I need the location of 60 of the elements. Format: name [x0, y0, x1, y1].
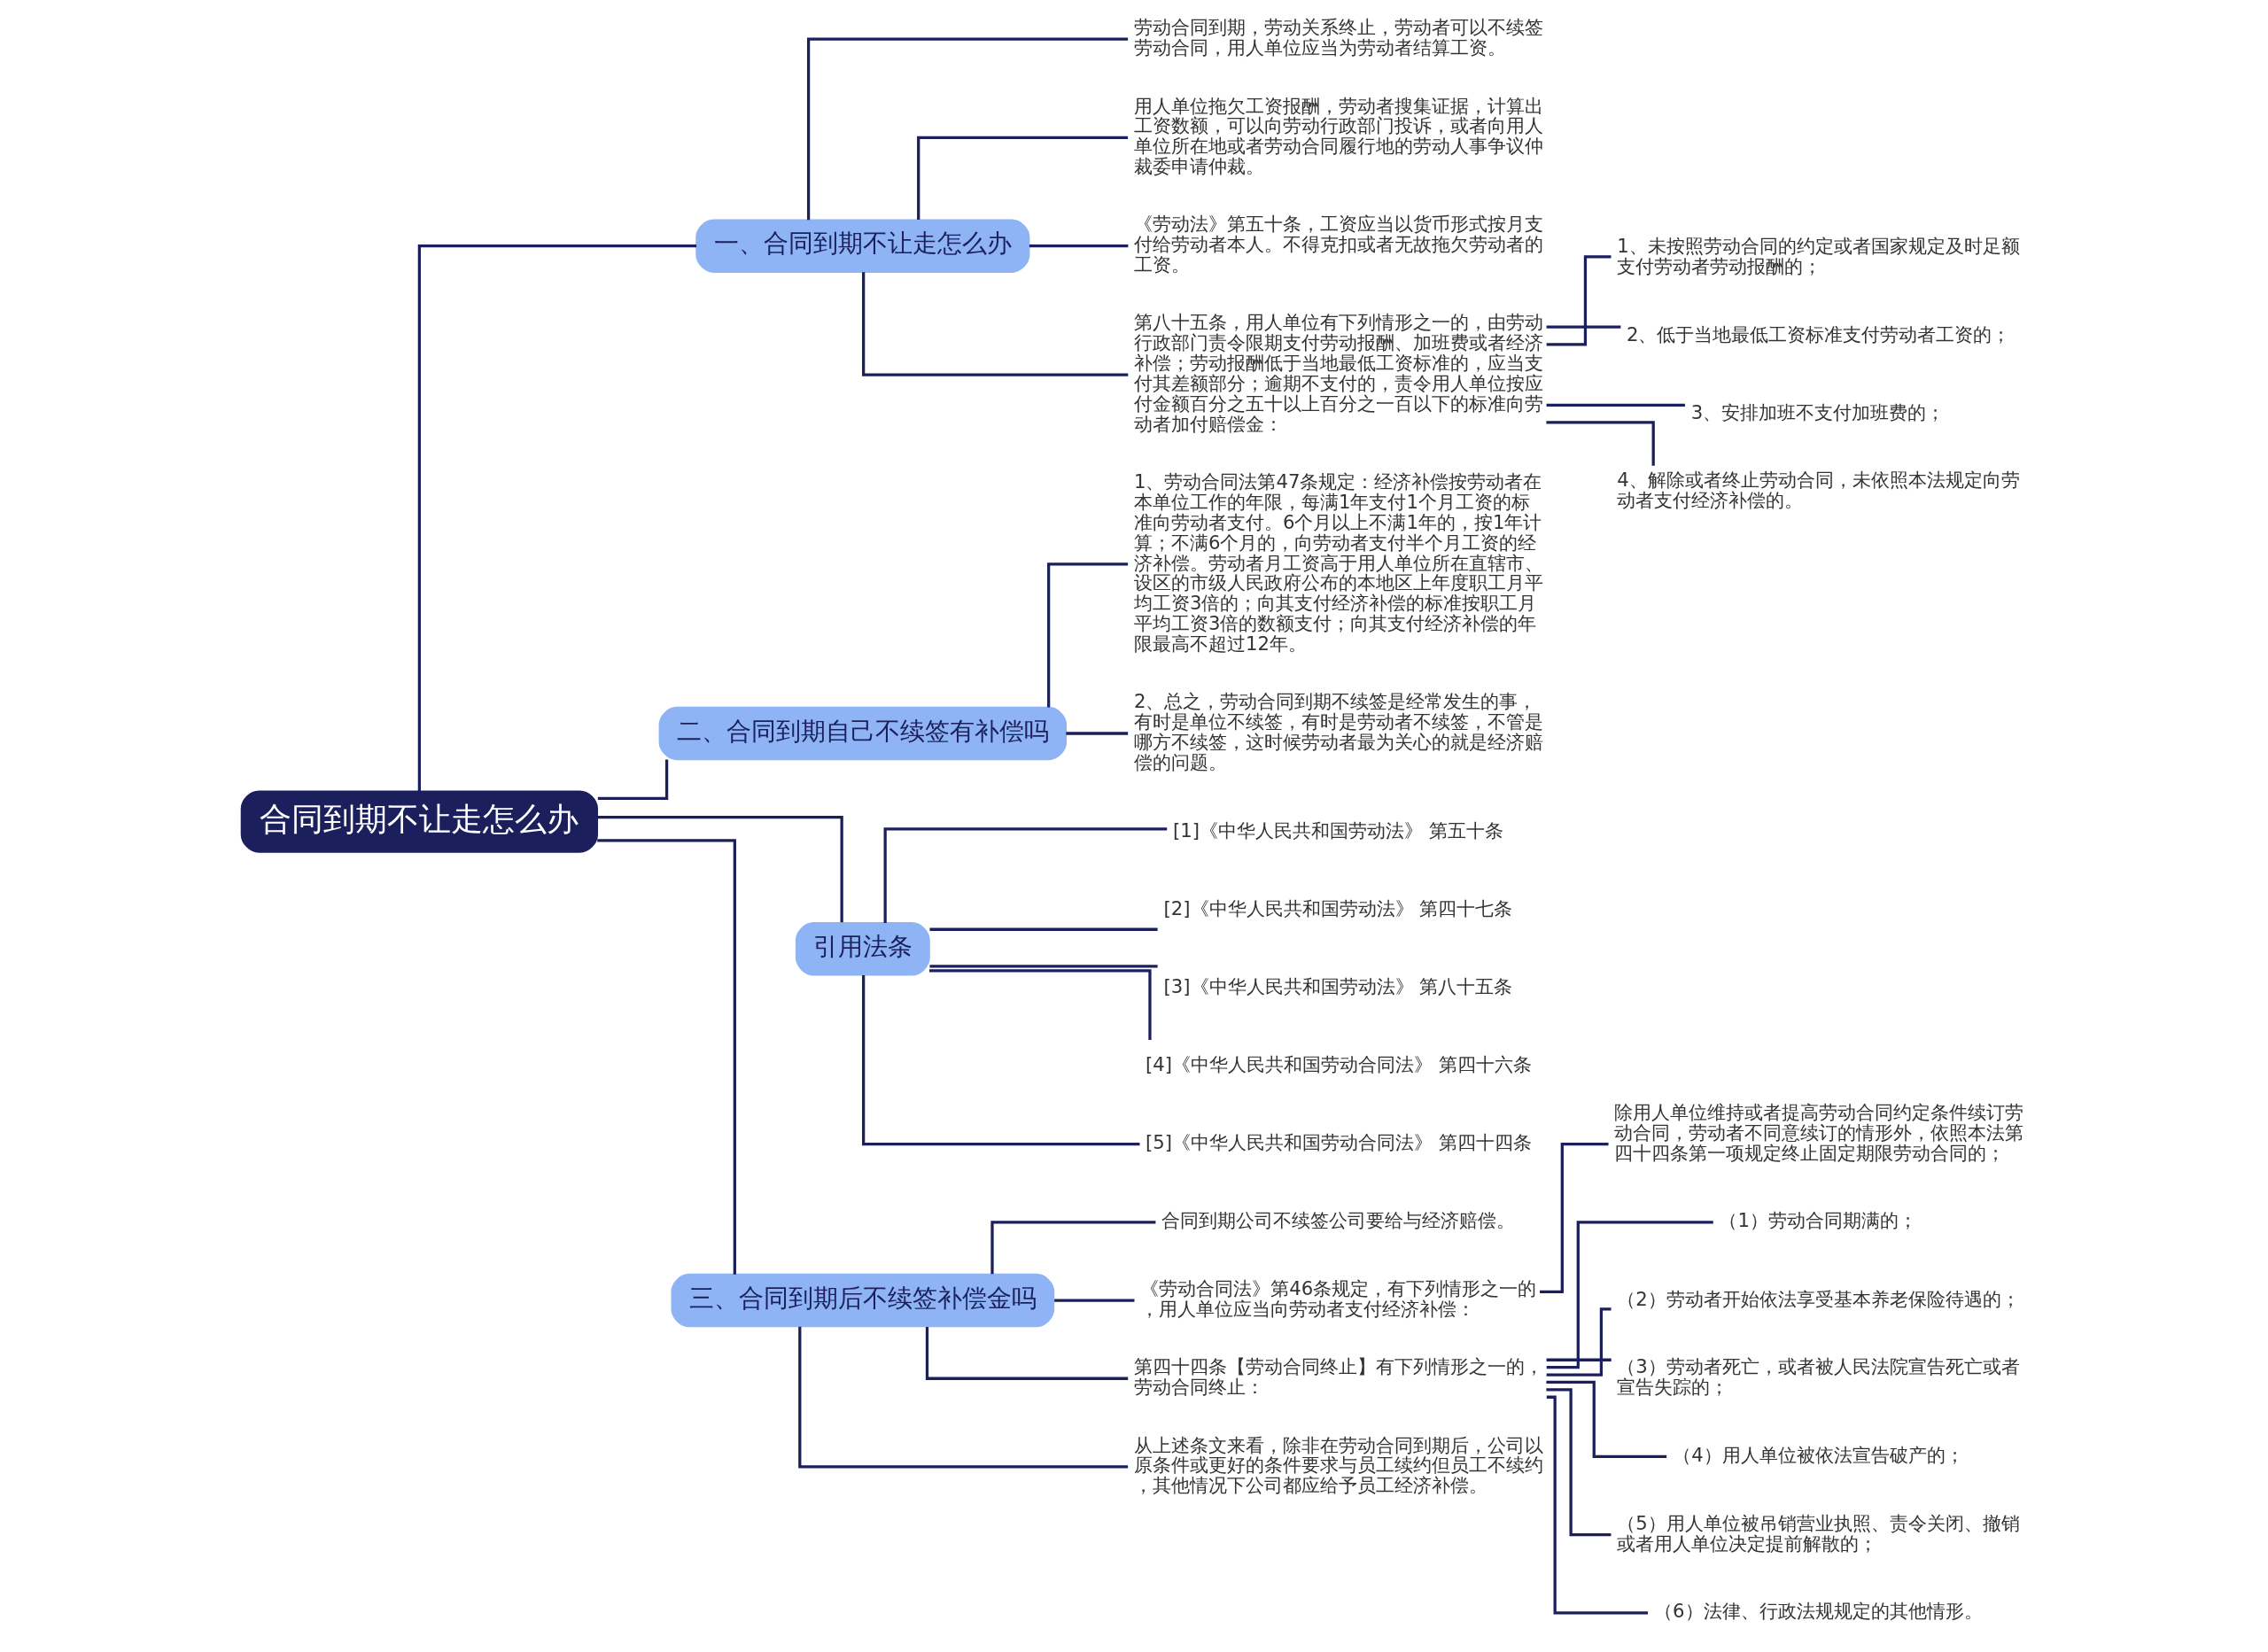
- node-text: （4）用人单位被依法宣告破产的；: [1673, 1443, 1964, 1466]
- node-text: 3、安排加班不支付加班费的；: [1690, 400, 1946, 423]
- node-box: 三、合同到期后不续签补偿金吗: [671, 1273, 1055, 1328]
- node-text: 2、总之，劳动合同到期不续签是经常发生的事，有时是单位不续签，有时是劳动者不续签，不管是哪方不续签，这时候劳动者最为关心的就是经济赔偿的问题。: [1134, 690, 1543, 773]
- node-text: [2]《中华人民共和国劳动法》 第四十七条: [1163, 896, 1513, 919]
- connector: [929, 969, 1152, 1041]
- connector: [990, 1221, 1156, 1275]
- node-text: （5）用人单位被吊销营业执照、责令关闭、撤销或者用人单位决定提前解散的；: [1617, 1511, 2020, 1555]
- node-text: 用人单位拖欠工资报酬，劳动者搜集证据，计算出工资数额，可以向劳动行政部门投诉，或者向用人单位所在地或者劳动合同履行地的劳动人事争议仲裁委申请仲裁。: [1134, 94, 1543, 178]
- connector: [1540, 1143, 1609, 1293]
- node-text: （6）法律、行政法规规定的其他情形。: [1654, 1600, 1983, 1623]
- node-box: 二、合同到期自己不续签有补偿吗: [658, 706, 1068, 761]
- node-text: [1]《中华人民共和国劳动法》 第五十条: [1173, 818, 1503, 842]
- node-text: [4]《中华人民共和国劳动合同法》 第四十六条: [1146, 1053, 1532, 1076]
- connector: [1546, 1380, 1667, 1459]
- node-box: 引用法条: [795, 922, 930, 976]
- connector: [862, 272, 1129, 376]
- node-text: 第八十五条，用人单位有下列情形之一的，由劳动行政部门责令限期支付劳动报酬、加班费或者经济补偿；劳动报酬低于当地最低工资标准的，应当支付其差额部分；逾期不支付的，责令用人单位按应付金额百分之五十以上百分之一百以下的标准向劳动者加付赔偿金：: [1134, 311, 1543, 435]
- connector: [597, 759, 669, 801]
- node-text: （2）劳动者开始依法享受基本养老保险待遇的；: [1617, 1287, 2020, 1310]
- connector: [925, 1326, 1129, 1380]
- node-text: [5]《中华人民共和国劳动合同法》 第四十四条: [1146, 1131, 1532, 1154]
- connector: [883, 827, 1168, 923]
- node-text: 2、低于当地最低工资标准支付劳动者工资的；: [1626, 322, 2011, 345]
- node-text: （3）劳动者死亡，或者被人民法院宣告死亡或者宣告失踪的；: [1617, 1355, 2020, 1399]
- node-text: 1、劳动合同法第47条规定：经济补偿按劳动者在本单位工作的年限，每满1年支付1个月工资的标准向劳动者支付。6个月以上不满1年的，按1年计算；不满6个月的，向劳动者支付半个月工资的经济补偿。劳动者月工资高于用人单位所在直辖市、设区的市级人民政府公布的本地区上年度职工月平均工资3倍的；向其支付经济补偿的标准按职工月平均工资3倍的数额支付；向其支付经济补偿的年限最高不超过12年。: [1134, 470, 1543, 655]
- connector: [1546, 1358, 1612, 1361]
- node-text: 《劳动法》第五十条，工资应当以货币形式按月支付给劳动者本人。不得克扣或者无故拖欠劳动者的工资。: [1134, 213, 1543, 276]
- node-text: 合同到期公司不续签公司要给与经济赔偿。: [1161, 1209, 1516, 1232]
- node-text: 《劳动合同法》第46条规定，有下列情形之一的，用人单位应当向劳动者支付经济补偿：: [1140, 1277, 1537, 1321]
- node-text: [3]《中华人民共和国劳动法》 第八十五条: [1163, 974, 1513, 997]
- connector: [929, 927, 1158, 931]
- connector: [417, 244, 697, 792]
- node-text: （1）劳动合同期满的；: [1719, 1209, 1917, 1232]
- connector: [806, 37, 1129, 221]
- connector: [1546, 1388, 1612, 1537]
- connector: [1546, 1395, 1649, 1615]
- node-box: 合同到期不让走怎么办: [240, 790, 599, 853]
- connector: [1054, 1299, 1135, 1302]
- connector: [1546, 421, 1655, 466]
- node-text: 1、未按照劳动合同的约定或者国家规定及时足额支付劳动者劳动报酬的；: [1617, 234, 2020, 277]
- connector: [1546, 1221, 1713, 1369]
- connector: [1066, 732, 1129, 735]
- connector: [1546, 403, 1685, 407]
- connector: [1029, 244, 1129, 248]
- connector: [1546, 325, 1621, 329]
- connector: [597, 816, 843, 923]
- node-text: 从上述条文来看，除非在劳动合同到期后，公司以原条件或更好的条件要求与员工续约但员工不续约，其他情况下公司都应给予员工经济补偿。: [1134, 1433, 1543, 1497]
- node-text: 除用人单位维持或者提高劳动合同约定条件续订劳动合同，劳动者不同意续订的情形外，依照本法第四十四条第一项规定终止固定期限劳动合同的；: [1614, 1100, 2024, 1164]
- node-box: 一、合同到期不让走怎么办: [695, 219, 1030, 273]
- node-text: 劳动合同到期，劳动关系终止，劳动者可以不续签劳动合同，用人单位应当为劳动者结算工资。: [1134, 16, 1543, 59]
- connector: [798, 1326, 1129, 1469]
- connector: [1546, 1307, 1612, 1377]
- connector: [929, 965, 1158, 968]
- node-text: 第四十四条【劳动合同终止】有下列情形之一的，劳动合同终止：: [1134, 1355, 1543, 1399]
- connector: [862, 975, 1140, 1146]
- connector: [1047, 562, 1129, 708]
- connector: [597, 839, 736, 1275]
- node-text: 4、解除或者终止劳动合同，未依照本法规定向劳动者支付经济补偿的。: [1617, 469, 2020, 512]
- connector: [917, 136, 1129, 221]
